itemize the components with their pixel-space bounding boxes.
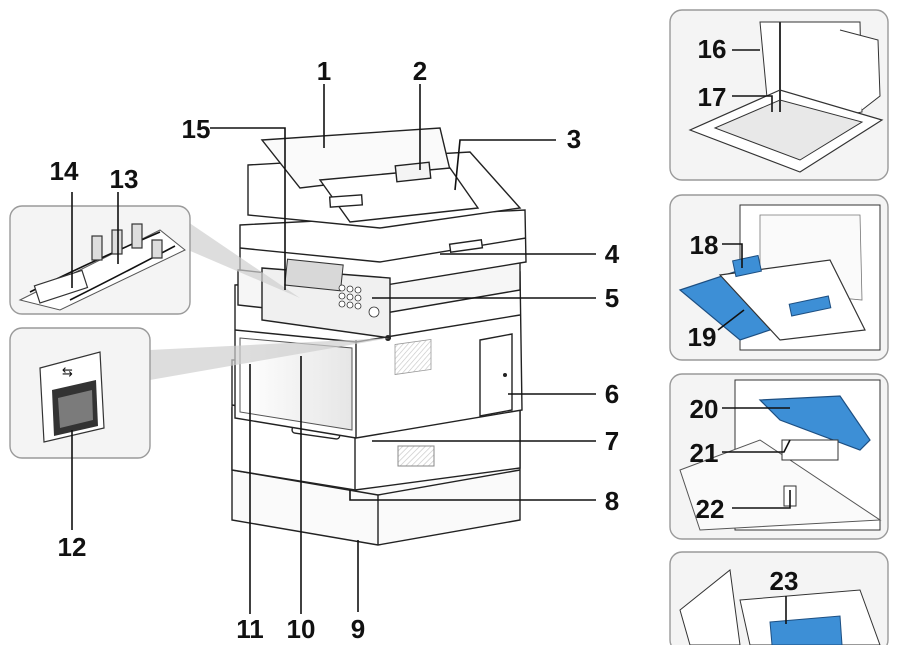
display-screen bbox=[285, 259, 343, 291]
callout-5: 5 bbox=[605, 283, 619, 313]
callout-4: 4 bbox=[605, 239, 620, 269]
callout-22: 22 bbox=[696, 494, 725, 524]
callout-17: 17 bbox=[698, 82, 727, 112]
callout-10: 10 bbox=[287, 614, 316, 644]
callout-21: 21 bbox=[690, 438, 719, 468]
printer-main bbox=[232, 128, 526, 545]
callout-11: 11 bbox=[236, 614, 264, 644]
callout-14: 14 bbox=[50, 156, 79, 186]
callout-23: 23 bbox=[770, 566, 799, 596]
callout-18: 18 bbox=[690, 230, 719, 260]
callout-9: 9 bbox=[351, 614, 365, 644]
right-door bbox=[480, 334, 512, 416]
callout-19: 19 bbox=[688, 322, 717, 352]
dadf-guide bbox=[395, 162, 430, 181]
side-vent-lower bbox=[395, 339, 431, 374]
callout-6: 6 bbox=[605, 379, 619, 409]
callout-13: 13 bbox=[110, 164, 139, 194]
callout-16: 16 bbox=[698, 34, 727, 64]
callout-1: 1 bbox=[317, 56, 331, 86]
dadf-output-stopper bbox=[330, 195, 363, 207]
callout-3: 3 bbox=[567, 124, 581, 154]
callout-15: 15 bbox=[182, 114, 211, 144]
callout-2: 2 bbox=[413, 56, 427, 86]
callout-12: 12 bbox=[58, 532, 87, 562]
usb-icon: ⇆ bbox=[62, 365, 73, 380]
usb-port-dot bbox=[385, 335, 391, 341]
tray-level-indicator bbox=[398, 446, 434, 466]
callout-8: 8 bbox=[605, 486, 619, 516]
callout-7: 7 bbox=[605, 426, 619, 456]
toner-cartridge bbox=[782, 440, 838, 460]
callout-20: 20 bbox=[690, 394, 719, 424]
